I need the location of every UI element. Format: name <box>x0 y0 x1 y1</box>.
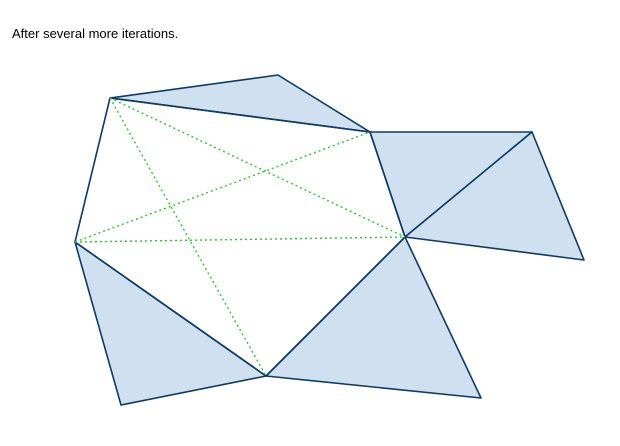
diagonals <box>74 97 406 377</box>
caption-text: After several more iterations. <box>12 26 179 41</box>
diagonal-line <box>74 236 406 243</box>
ear-triangle-bottom-right <box>265 236 482 399</box>
ear-triangle-bottom-left <box>74 241 267 406</box>
diagonal-line <box>109 97 267 377</box>
ear-triangle-right-outer <box>404 131 585 261</box>
diagonal-line <box>109 97 406 238</box>
inner-polygon <box>74 97 406 377</box>
ear-triangles <box>74 74 585 406</box>
diagonal-line <box>74 131 371 243</box>
